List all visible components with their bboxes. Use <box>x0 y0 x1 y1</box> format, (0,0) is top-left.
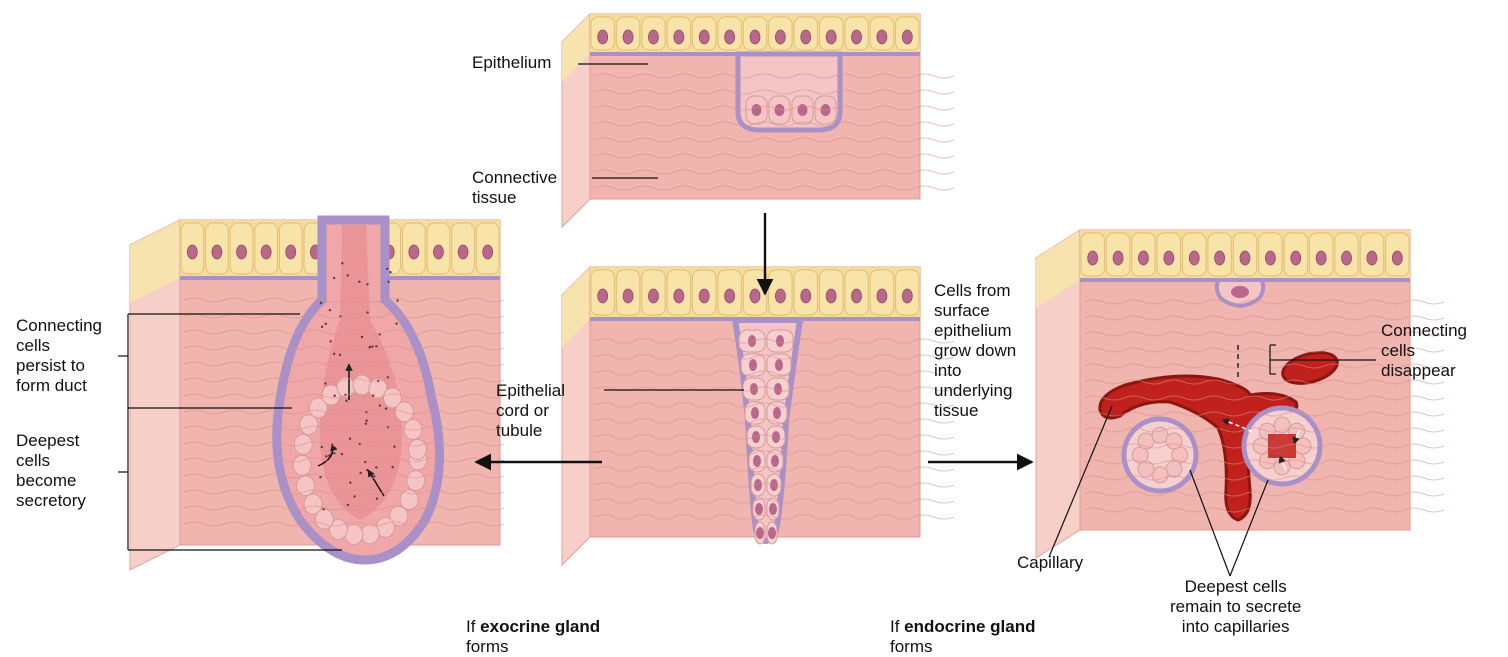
caption-exocrine: If exocrine gland forms <box>466 617 600 657</box>
label-connecting-cells-disappear: Connectingcellsdisappear <box>1381 321 1467 381</box>
label-epithelial-cord: Epithelialcord ortubule <box>496 381 565 441</box>
label-connective-tissue: Connectivetissue <box>472 168 557 208</box>
label-capillary: Capillary <box>1017 553 1083 573</box>
follicle-capillary <box>1268 434 1296 458</box>
label-connecting-cells-persist: Connectingcellspersist toform duct <box>16 316 102 396</box>
block-middle <box>562 267 920 565</box>
block-endocrine <box>1036 230 1410 558</box>
caption-endocrine: If endocrine gland forms <box>890 617 1035 657</box>
label-deepest-cells-remain: Deepest cellsremain to secreteinto capil… <box>1170 577 1301 637</box>
label-cells-grow-down: Cells fromsurfaceepitheliumgrow downinto… <box>934 281 1016 421</box>
label-epithelium: Epithelium <box>472 53 551 73</box>
label-deepest-cells-secretory: Deepestcellsbecomesecretory <box>16 431 86 511</box>
block-top <box>562 14 920 227</box>
